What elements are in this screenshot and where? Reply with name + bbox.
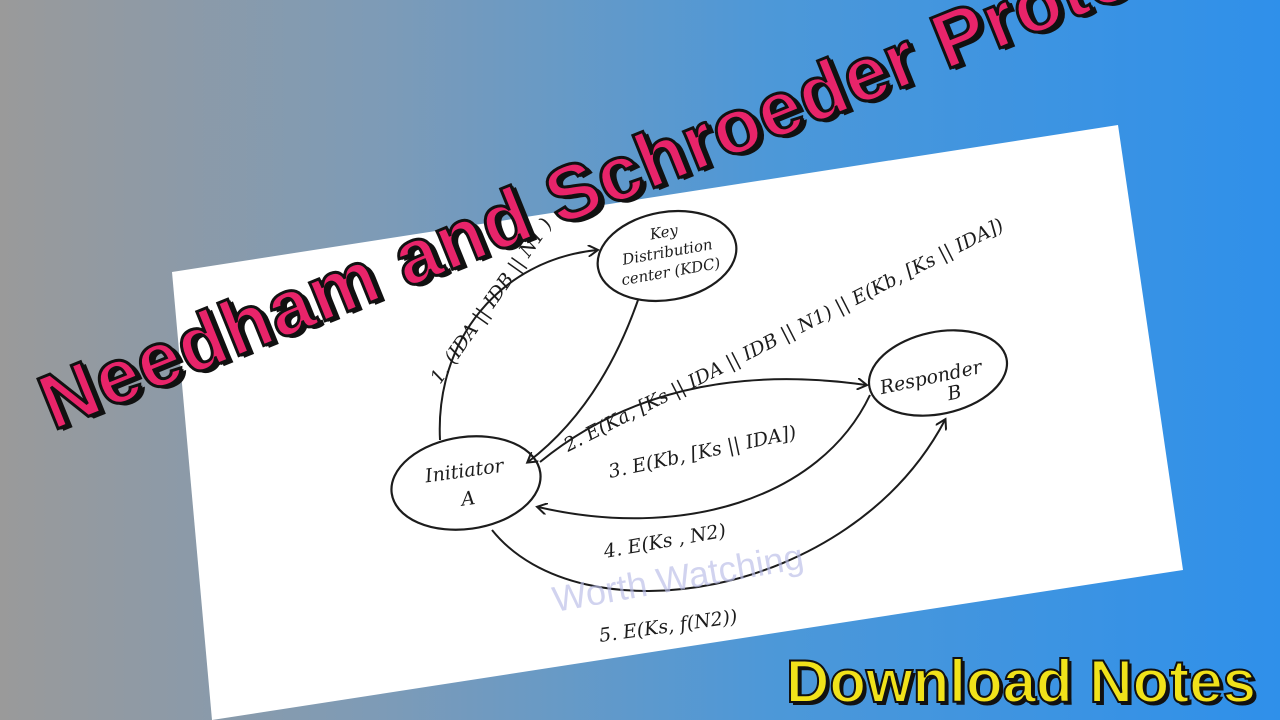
arrow-m5: [491, 420, 945, 592]
paper-sheet: [172, 125, 1183, 720]
kdc-node: [596, 209, 738, 303]
arrow-m1: [438, 250, 597, 441]
responder-node: [867, 329, 1009, 417]
arrow-m2: [528, 299, 639, 462]
kdc-label-line1: Key: [647, 221, 679, 244]
initiator-node: [390, 435, 542, 531]
arrow-m4: [538, 394, 871, 520]
responder-label-line2: B: [944, 381, 963, 406]
arrow-m3: [539, 379, 866, 463]
initiator-label-line2: A: [458, 487, 477, 511]
download-notes-badge: Download Notes: [785, 647, 1257, 716]
